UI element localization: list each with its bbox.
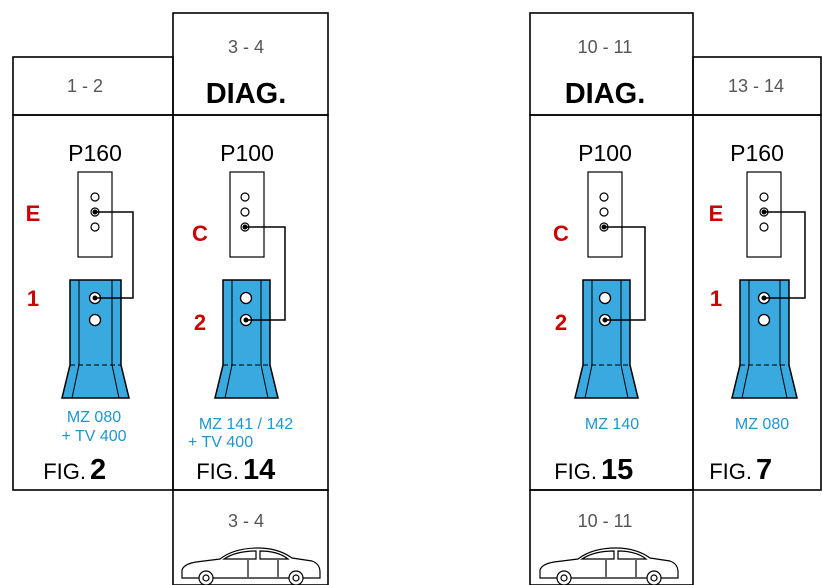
col2-fig-number: 14 xyxy=(243,454,275,486)
col1-slot-number: 1 xyxy=(27,286,39,311)
col3-slot-number: 2 xyxy=(555,310,567,335)
col4-bracket xyxy=(731,279,798,399)
col4-part-line1: MZ 080 xyxy=(735,416,789,433)
col2-range: 3 - 4 xyxy=(228,37,264,57)
col1-connector xyxy=(77,171,113,258)
col2-pin-letter: C xyxy=(192,221,208,246)
col4-body-box xyxy=(692,114,822,491)
col2-footer-box xyxy=(172,489,329,585)
col1-bracket xyxy=(61,279,130,399)
col4-slot-number: 1 xyxy=(710,286,722,311)
car-icon xyxy=(539,547,679,585)
col2-slot-number: 2 xyxy=(194,310,206,335)
col1-plug-name: P160 xyxy=(68,140,122,166)
col2-part-line2: + TV 400 xyxy=(188,434,253,451)
col1-part-line2: + TV 400 xyxy=(61,428,126,445)
col2-bracket xyxy=(214,279,279,399)
col4-range: 13 - 14 xyxy=(728,76,784,96)
col4-plug-name: P160 xyxy=(730,140,784,166)
col2-part-line1: MZ 141 / 142 xyxy=(199,416,293,433)
col3-part-line1: MZ 140 xyxy=(585,416,639,433)
col4-wire xyxy=(764,211,806,299)
col3-pin-letter: C xyxy=(553,221,569,246)
col3-bottom-range: 10 - 11 xyxy=(578,511,633,531)
col2-wire xyxy=(245,226,286,321)
col1-range: 1 - 2 xyxy=(67,76,103,96)
col3-footer-box xyxy=(529,489,694,585)
col1-fig-word: FIG. xyxy=(43,459,86,484)
col1-wire xyxy=(95,211,134,299)
col3-fig-word: FIG. xyxy=(554,459,597,484)
col3-bracket xyxy=(574,279,639,399)
col3-range: 10 - 11 xyxy=(578,37,633,57)
col2-diag-label: DIAG. xyxy=(206,78,287,110)
col2-bottom-range: 3 - 4 xyxy=(228,511,264,531)
col1-part-line1: MZ 080 xyxy=(67,409,121,426)
col4-pin-letter: E xyxy=(709,201,724,226)
col4-fig-word: FIG. xyxy=(709,459,752,484)
col2-fig-word: FIG. xyxy=(196,459,239,484)
col4-fig-number: 7 xyxy=(756,454,772,486)
col2-connector xyxy=(229,171,265,258)
car-icon xyxy=(181,547,321,585)
col3-plug-name: P100 xyxy=(578,140,632,166)
col3-connector xyxy=(587,171,623,258)
col1-fig-number: 2 xyxy=(90,454,106,486)
col2-plug-name: P100 xyxy=(220,140,274,166)
col3-diag-label: DIAG. xyxy=(565,78,646,110)
col1-pin-letter: E xyxy=(26,201,41,226)
col3-wire xyxy=(604,226,646,321)
col3-fig-number: 15 xyxy=(601,454,633,486)
